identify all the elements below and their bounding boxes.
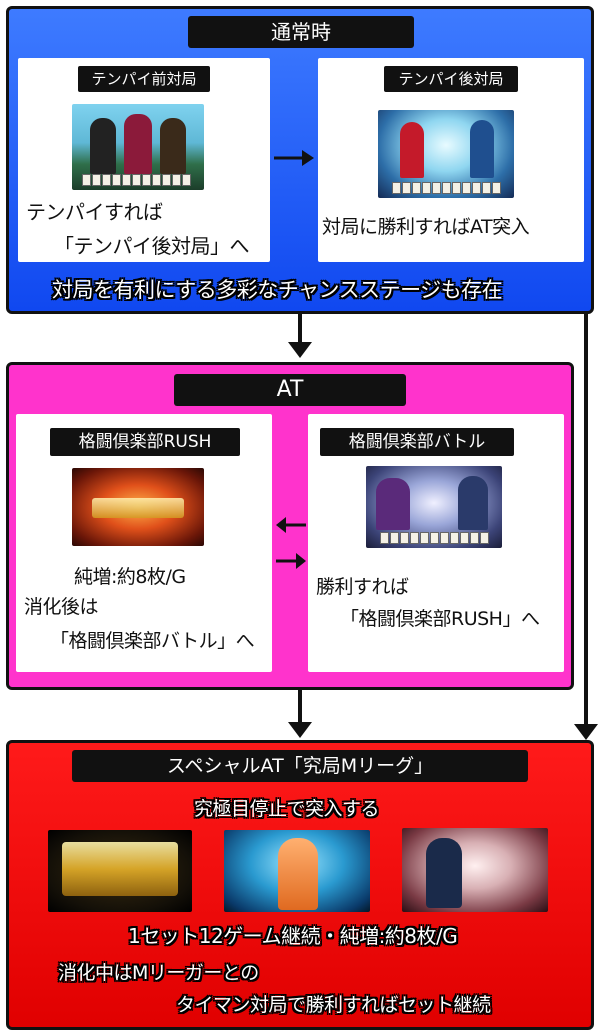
- arrow-down-icon: [288, 690, 312, 738]
- arrow-right-icon: [276, 553, 306, 569]
- player-figure: [458, 476, 488, 530]
- player-figure: [426, 838, 462, 908]
- post-tenpai-label: テンパイ後対局: [384, 66, 518, 92]
- rush-logo: [92, 498, 184, 518]
- arrow-down-icon: [574, 314, 598, 740]
- post-tenpai-line1: 対局に勝利すればAT突入: [322, 216, 530, 238]
- mahjong-tiles: [82, 174, 191, 186]
- normal-title: 通常時: [188, 16, 414, 48]
- rush-label: 格闘倶楽部RUSH: [50, 428, 240, 456]
- rush-screenshot: [72, 468, 204, 546]
- rush-line1: 純増:約8枚/G: [74, 566, 186, 588]
- player-figure: [376, 478, 410, 530]
- player-figure: [160, 118, 186, 174]
- player-figure: [470, 120, 494, 178]
- arrow-left-icon: [276, 517, 306, 533]
- rush-line3: 「格闘倶楽部バトル」へ: [50, 630, 255, 652]
- special-line3: タイマン対局で勝利すればセット継続: [176, 994, 491, 1016]
- battle-line1: 勝利すれば: [316, 576, 409, 598]
- special-screenshot-character: [224, 830, 370, 912]
- special-subtitle: 究極目停止で突入する: [194, 798, 380, 820]
- pre-tenpai-screenshot: [72, 104, 204, 190]
- pre-tenpai-line2: 「テンパイ後対局」へ: [54, 234, 250, 258]
- mahjong-tiles: [392, 182, 501, 194]
- pre-tenpai-line1: テンパイすれば: [26, 200, 163, 224]
- special-screenshot-player: [402, 828, 548, 912]
- player-figure: [400, 122, 424, 178]
- rush-line2: 消化後は: [24, 596, 99, 618]
- pre-tenpai-label: テンパイ前対局: [78, 66, 210, 92]
- battle-line2: 「格闘倶楽部RUSH」へ: [340, 608, 540, 630]
- battle-label: 格闘倶楽部バトル: [320, 428, 514, 456]
- special-line1: 1セット12ゲーム継続・純増:約8枚/G: [128, 924, 458, 948]
- player-figure: [90, 118, 116, 174]
- arrow-right-icon: [274, 150, 314, 166]
- character-figure: [278, 838, 318, 910]
- player-figure: [124, 114, 152, 174]
- special-title: スペシャルAT「究局Mリーグ」: [72, 750, 528, 782]
- normal-note: 対局を有利にする多彩なチャンスステージも存在: [52, 278, 503, 302]
- battle-screenshot: [366, 466, 502, 548]
- arrow-down-icon: [288, 314, 312, 358]
- mleague-logo: [62, 842, 178, 896]
- special-line2: 消化中はMリーガーとの: [58, 962, 259, 984]
- mahjong-tiles: [380, 532, 489, 544]
- at-title: AT: [174, 374, 406, 406]
- special-screenshot-logo: [48, 830, 192, 912]
- post-tenpai-screenshot: [378, 110, 514, 198]
